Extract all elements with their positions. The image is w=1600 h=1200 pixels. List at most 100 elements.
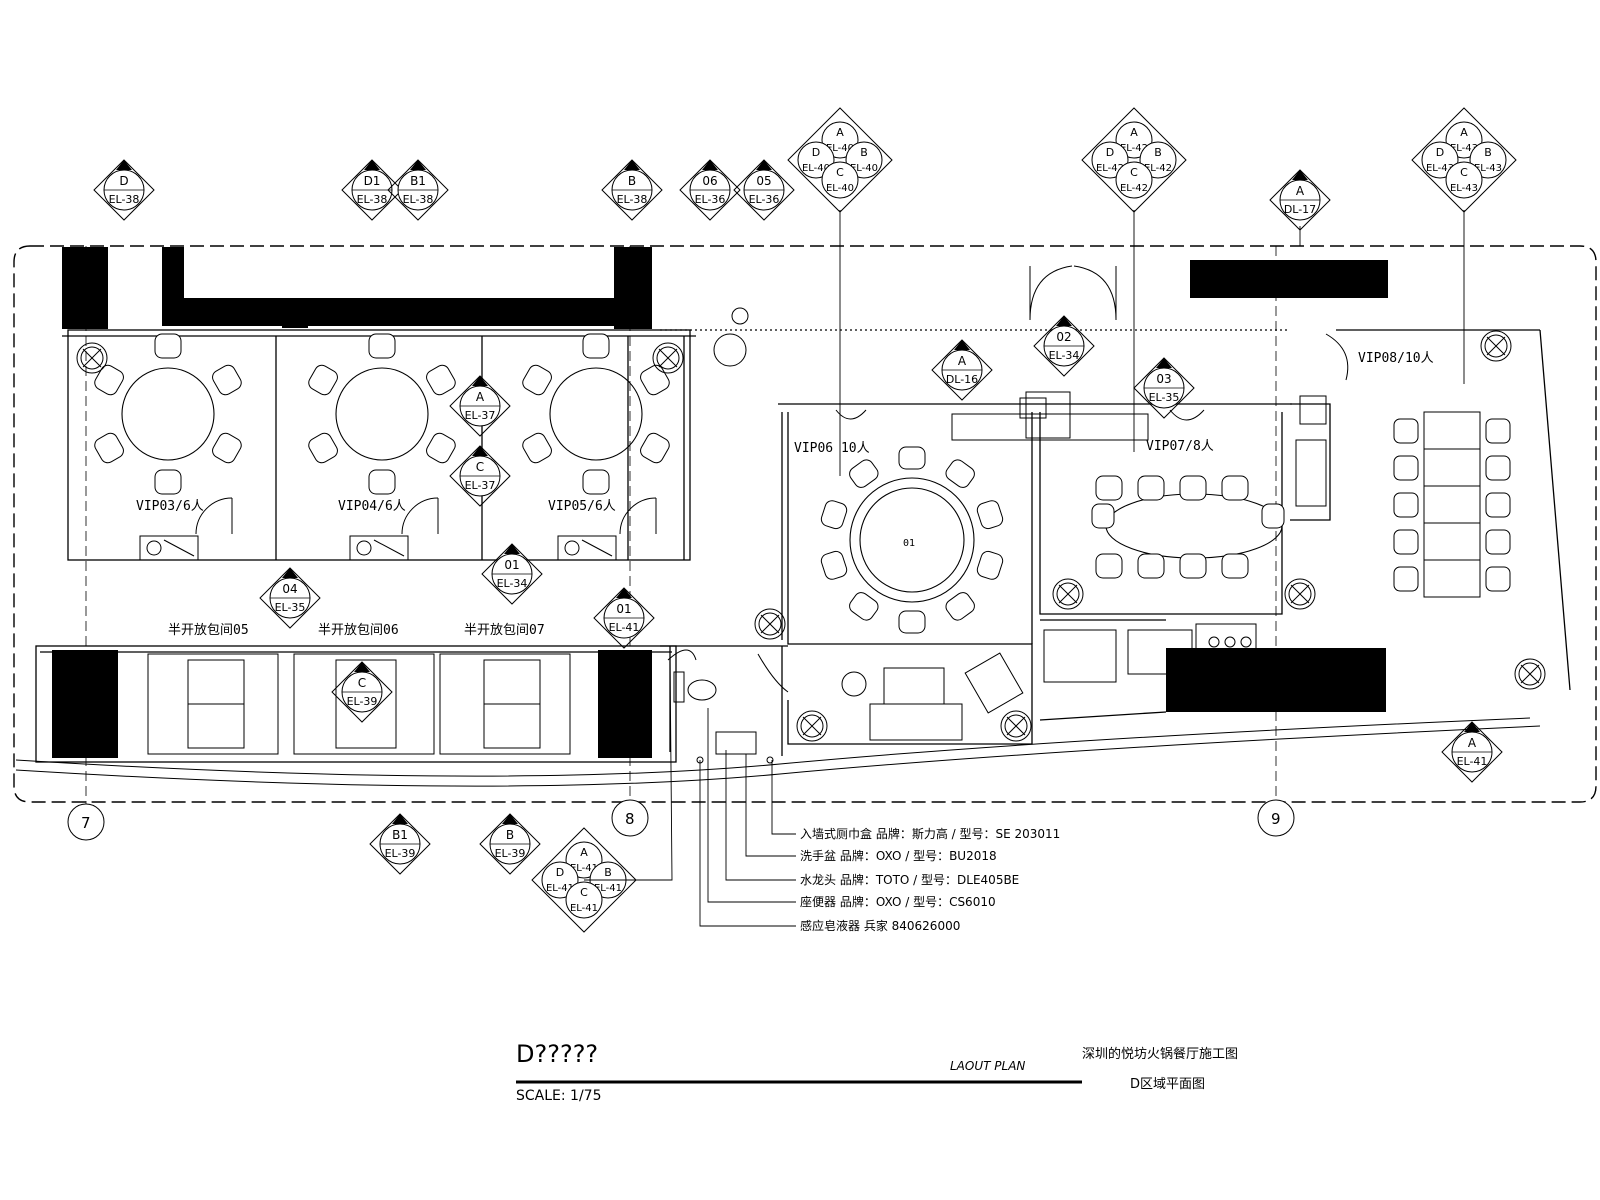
chair: [820, 550, 848, 580]
callout-diamond: [481, 543, 543, 605]
vip06-table: [849, 477, 975, 603]
service-counters: [1019, 395, 1327, 683]
chair: [368, 469, 396, 495]
callout-arrow: [954, 340, 970, 350]
callout-arrow: [616, 588, 632, 598]
chair: [1393, 566, 1419, 592]
callout-id: B: [628, 174, 636, 188]
callout-ref: EL-37: [465, 409, 496, 422]
chair: [976, 500, 1004, 530]
quad-letter: A: [836, 126, 844, 139]
callout-c-el-37: CEL-37: [449, 445, 511, 507]
quad-circle: [821, 121, 859, 159]
callout-ref: EL-34: [1049, 349, 1080, 362]
callout-ref: EL-34: [497, 577, 528, 590]
drawing-code: D?????: [516, 1040, 598, 1068]
quad-circle: [1091, 141, 1129, 179]
quad-ref: EL-41: [594, 883, 622, 894]
light-fixture: [76, 342, 108, 374]
callout-a-el-41: AEL-41: [1441, 721, 1503, 783]
air-diffusers: [139, 535, 617, 561]
grid-label-9: 9: [1271, 810, 1281, 828]
quad-ref: EL-43: [1474, 163, 1502, 174]
grid-label-7: 7: [81, 814, 91, 832]
diffuser-fan: [356, 540, 372, 556]
table-mark: 01: [903, 538, 915, 549]
callout-arrow: [472, 376, 488, 386]
chair: [945, 459, 975, 488]
scale-label: SCALE: 1/75: [516, 1088, 602, 1104]
quad-ref: EL-42: [1144, 163, 1172, 174]
light-fixture: [1514, 658, 1546, 690]
callout-ref: EL-35: [1149, 391, 1180, 404]
callout-diamond: [93, 159, 155, 221]
light-cross: [658, 348, 678, 368]
callout-b-el-38: BEL-38: [601, 159, 663, 221]
callout-diamond: [387, 159, 449, 221]
light-fixture-inner: [1004, 714, 1028, 738]
diffuser-fan: [564, 540, 580, 556]
chair: [1095, 475, 1123, 501]
chair: [1221, 553, 1249, 579]
callout-id: C: [476, 460, 484, 474]
light-fixture-inner: [1056, 582, 1080, 606]
callout-diamond: [931, 339, 993, 401]
callout-diamond: [331, 661, 393, 723]
callout-id: 01: [504, 558, 519, 572]
chair: [582, 333, 610, 359]
quad-letter: A: [1130, 126, 1138, 139]
chair: [308, 432, 338, 464]
quad-ref: EL-41: [546, 883, 574, 894]
light-fixture: [652, 342, 684, 374]
table-segment: [1423, 485, 1481, 524]
callout-id: A: [1468, 736, 1477, 750]
chair: [1485, 455, 1511, 481]
diffuser: [139, 535, 199, 561]
callout-id: C: [358, 676, 366, 690]
quad-letter: D: [556, 866, 564, 879]
quad-letter: C: [1460, 166, 1468, 179]
chair: [945, 592, 975, 621]
quad-letter: C: [836, 166, 844, 179]
quad-circle: [1139, 141, 1177, 179]
fixture-note-soap: 感应皂液器 兵家 840626000: [800, 918, 960, 933]
quad-letter: B: [1484, 146, 1492, 159]
callout-arrow: [354, 662, 370, 672]
room-label-vip03: VIP03/6人: [136, 499, 204, 514]
callout-ref: EL-39: [347, 695, 378, 708]
callout-diamond: [449, 445, 511, 507]
callout-arrow: [410, 160, 426, 170]
quad-circle: [1115, 161, 1153, 199]
quad-circle: [1421, 141, 1459, 179]
callout-diamond: [601, 159, 663, 221]
vip04-table: [335, 367, 429, 461]
quad-ref: EL-42: [1120, 143, 1148, 154]
callout-arrow: [1292, 170, 1308, 180]
diffuser-line: [373, 539, 405, 557]
lounge-furniture: [841, 391, 1149, 741]
quad-letter: A: [580, 846, 588, 859]
chair: [212, 432, 242, 464]
room-label-vip06: VIP06 10人: [794, 441, 870, 456]
light-fixture-inner: [758, 612, 782, 636]
interior-walls: [35, 329, 1571, 763]
callout-id: 06: [702, 174, 717, 188]
quad-circle: [541, 861, 579, 899]
room-label-vip07: VIP07/8人: [1146, 439, 1214, 454]
chair: [1485, 492, 1511, 518]
light-cross: [1520, 664, 1540, 684]
callout-id: A: [1296, 184, 1305, 198]
quad-ref: EL-43: [1426, 163, 1454, 174]
quad-ref: EL-42: [1096, 163, 1124, 174]
room-labels: VIP03/6人 VIP04/6人 VIP05/6人 VIP06 10人 VIP…: [136, 351, 1434, 638]
light-fixture: [1052, 578, 1084, 610]
callout-diamond: [1033, 315, 1095, 377]
quad-letter: C: [580, 886, 588, 899]
quad-letter: C: [1130, 166, 1138, 179]
quad-diamond: [531, 827, 637, 933]
